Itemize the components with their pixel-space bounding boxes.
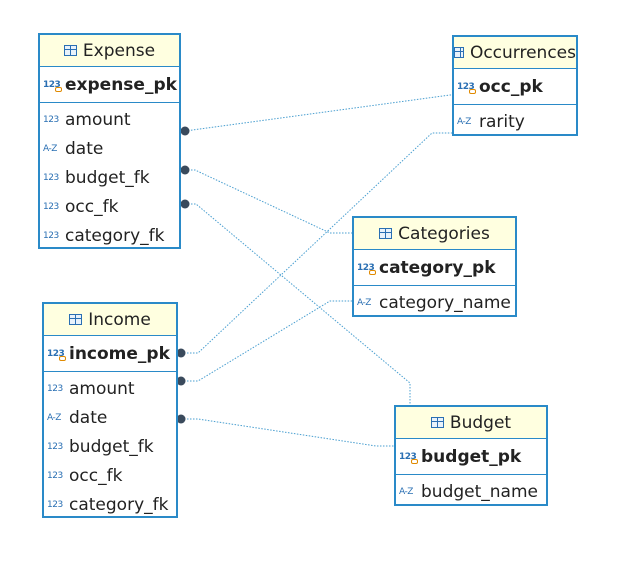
table-icon [454, 47, 464, 58]
field-label: category_fk [65, 225, 165, 246]
entity-occurrences[interactable]: Occurrences 123 occ_pk A-Z rarity [452, 35, 578, 136]
field-row[interactable]: A-Z rarity [454, 107, 576, 136]
entity-title: Income [88, 309, 151, 330]
field-label: occ_fk [65, 196, 119, 217]
field-label: expense_pk [65, 74, 177, 95]
entity-title: Categories [398, 223, 490, 244]
primary-key-field[interactable]: 123 expense_pk [40, 67, 177, 102]
entity-header[interactable]: Budget [396, 407, 546, 439]
numeric-type-icon: 123 [47, 383, 63, 394]
entity-title: Budget [449, 412, 512, 433]
numeric-type-icon: 123 [47, 441, 63, 452]
link-income-categories [181, 300, 353, 382]
field-label: category_fk [69, 494, 169, 515]
text-type-icon: A-Z [43, 143, 57, 154]
link-expense-categories [185, 169, 353, 234]
field-row[interactable]: 123 occ_fk [40, 192, 179, 221]
link-expense-occurrences [184, 94, 456, 132]
primary-key-field[interactable]: 123 budget_pk [396, 439, 521, 474]
field-row[interactable]: A-Z date [44, 403, 176, 432]
numeric-key-icon: 123 [457, 82, 477, 94]
field-row[interactable]: 123 category_fk [40, 221, 179, 250]
field-label: budget_name [421, 481, 538, 502]
field-row[interactable]: A-Z date [40, 134, 179, 163]
numeric-key-icon: 123 [47, 349, 67, 361]
numeric-type-icon: 123 [43, 230, 59, 241]
field-row[interactable]: A-Z budget_name [396, 477, 546, 506]
field-label: category_name [379, 292, 511, 313]
field-label: date [65, 138, 104, 159]
text-type-icon: A-Z [357, 297, 371, 308]
field-label: income_pk [69, 343, 170, 364]
link-expense-budget [185, 203, 411, 406]
numeric-type-icon: 123 [43, 172, 59, 183]
entity-header[interactable]: Occurrences [454, 37, 576, 69]
text-type-icon: A-Z [457, 116, 471, 127]
table-icon [69, 314, 83, 325]
numeric-type-icon: 123 [47, 470, 63, 481]
text-type-icon: A-Z [399, 486, 413, 497]
field-row[interactable]: 123 budget_fk [44, 432, 176, 461]
field-label: occ_pk [479, 76, 543, 97]
numeric-key-icon: 123 [43, 80, 63, 92]
field-label: amount [65, 109, 131, 130]
endpoint-dot [176, 376, 186, 386]
field-label: amount [69, 378, 135, 399]
field-row[interactable]: 123 occ_fk [44, 461, 176, 490]
table-icon [430, 417, 444, 428]
primary-key-field[interactable]: 123 occ_pk [454, 69, 543, 104]
endpoint-dot [180, 165, 190, 175]
table-icon [63, 45, 77, 56]
entity-header[interactable]: Expense [40, 35, 179, 67]
endpoint-dot [176, 414, 186, 424]
field-row[interactable]: 123 category_fk [44, 490, 176, 519]
link-income-occurrences [181, 132, 456, 354]
entity-header[interactable]: Income [44, 304, 176, 336]
numeric-key-icon: 123 [357, 263, 377, 275]
field-row[interactable]: 123 budget_fk [40, 163, 179, 192]
field-row[interactable]: 123 amount [44, 374, 176, 403]
numeric-type-icon: 123 [43, 201, 59, 212]
endpoint-dot [180, 199, 190, 209]
numeric-key-icon: 123 [399, 452, 419, 464]
numeric-type-icon: 123 [47, 499, 63, 510]
field-label: budget_pk [421, 446, 522, 467]
field-label: date [69, 407, 108, 428]
entity-title: Expense [82, 40, 156, 61]
field-label: budget_fk [65, 167, 150, 188]
field-label: category_pk [379, 257, 496, 278]
entity-income[interactable]: Income 123 income_pk 123 amount A-Z date 1… [42, 302, 178, 518]
table-icon [379, 228, 393, 239]
primary-key-field[interactable]: 123 category_pk [354, 250, 496, 285]
entity-budget[interactable]: Budget 123 budget_pk A-Z budget_name [394, 405, 548, 506]
field-row[interactable]: 123 amount [40, 105, 179, 134]
link-income-budget [181, 418, 396, 447]
entity-expense[interactable]: Expense 123 expense_pk 123 amount A-Z date… [38, 33, 181, 249]
entity-categories[interactable]: Categories 123 category_pk A-Z category_n… [352, 216, 517, 317]
entity-title: Occurrences [469, 42, 576, 63]
field-row[interactable]: A-Z category_name [354, 288, 515, 317]
endpoint-dot [176, 348, 186, 358]
field-label: rarity [479, 111, 525, 132]
text-type-icon: A-Z [47, 412, 61, 423]
primary-key-field[interactable]: 123 income_pk [44, 336, 170, 371]
endpoint-dot [180, 126, 190, 136]
numeric-type-icon: 123 [43, 114, 59, 125]
entity-header[interactable]: Categories [354, 218, 515, 250]
field-label: budget_fk [69, 436, 154, 457]
field-label: occ_fk [69, 465, 123, 486]
